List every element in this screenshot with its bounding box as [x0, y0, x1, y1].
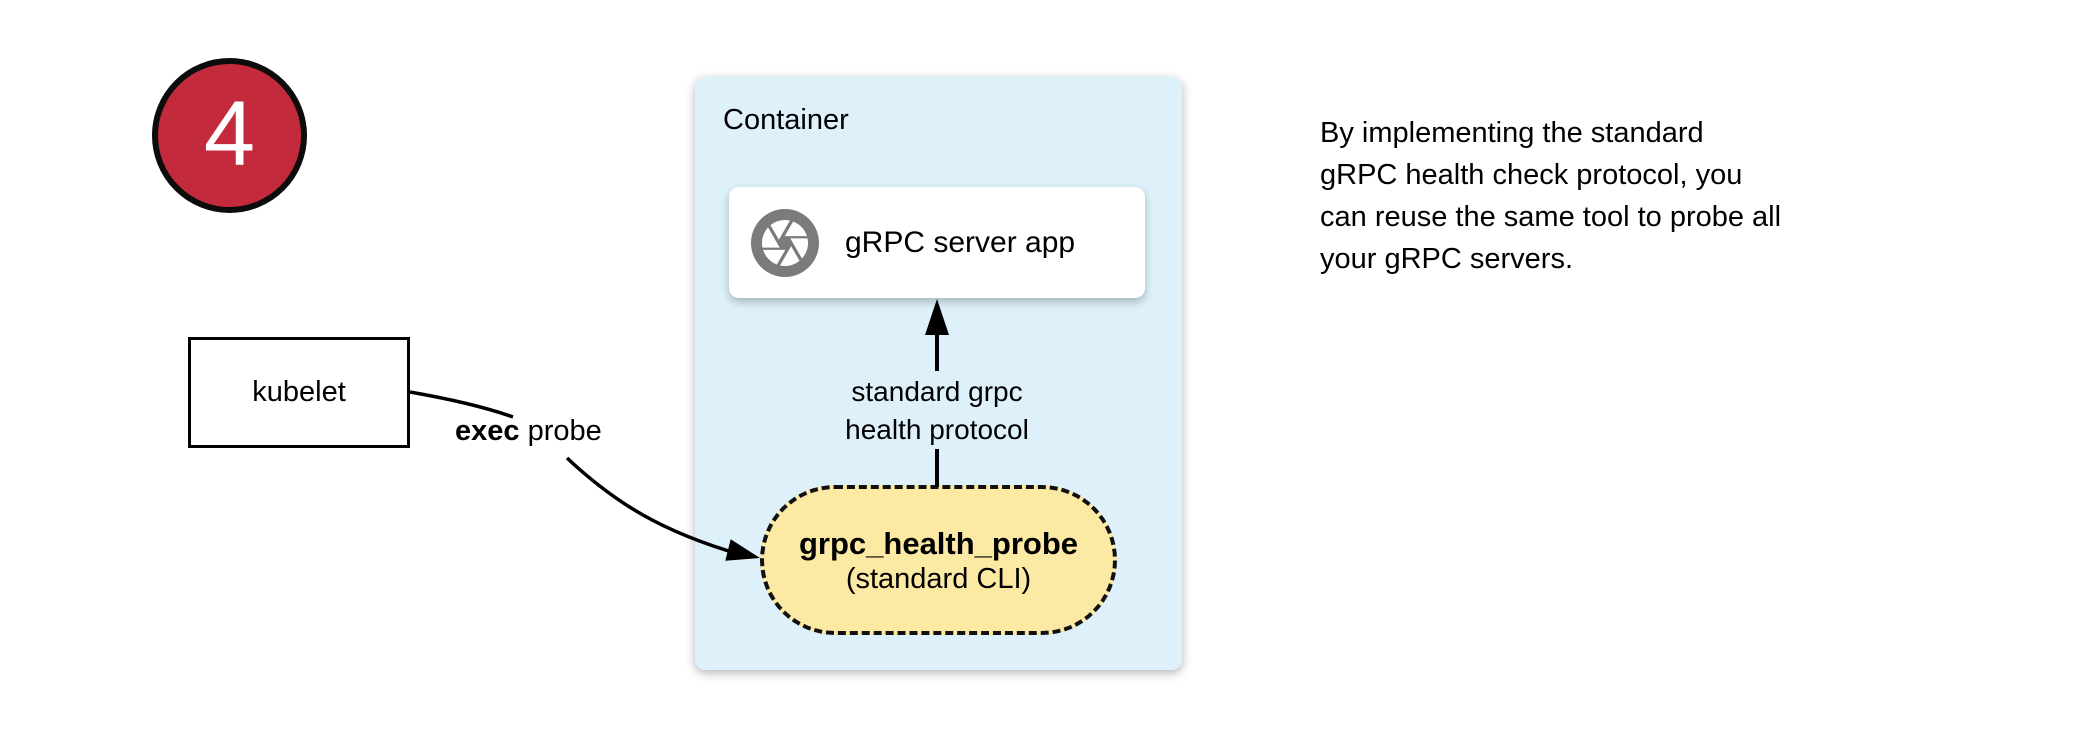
container-label: Container: [723, 104, 849, 136]
grpc-shutter-icon: [751, 208, 819, 277]
grpc-server-label: gRPC server app: [845, 225, 1076, 259]
step-number: 4: [203, 82, 256, 185]
health-protocol-label-line2: health protocol: [845, 414, 1029, 445]
exec-probe-label-rest: probe: [519, 415, 602, 447]
probe-pill: grpc_health_probe (standard CLI): [760, 485, 1117, 635]
note-text: By implementing the standard gRPC health…: [1320, 112, 1781, 280]
health-protocol-label-line1: standard grpc: [851, 376, 1023, 407]
note-line: gRPC health check protocol, you: [1320, 159, 1743, 191]
exec-probe-label: exec probe: [455, 415, 602, 448]
probe-pill-sub: (standard CLI): [845, 562, 1032, 595]
note-line: your gRPC servers.: [1320, 243, 1574, 275]
kubelet-box: kubelet: [188, 337, 410, 448]
probe-pill-name: grpc_health_probe: [798, 525, 1079, 561]
exec-probe-label-bold: exec: [455, 415, 520, 447]
grpc-server-box: gRPC server app: [729, 187, 1145, 298]
note-line: can reuse the same tool to probe all: [1320, 201, 1782, 233]
kubelet-label: kubelet: [252, 376, 346, 408]
health-protocol-label: standard grpc health protocol: [787, 373, 1087, 449]
step-badge: 4: [152, 58, 307, 213]
note-line: By implementing the standard: [1320, 117, 1704, 149]
